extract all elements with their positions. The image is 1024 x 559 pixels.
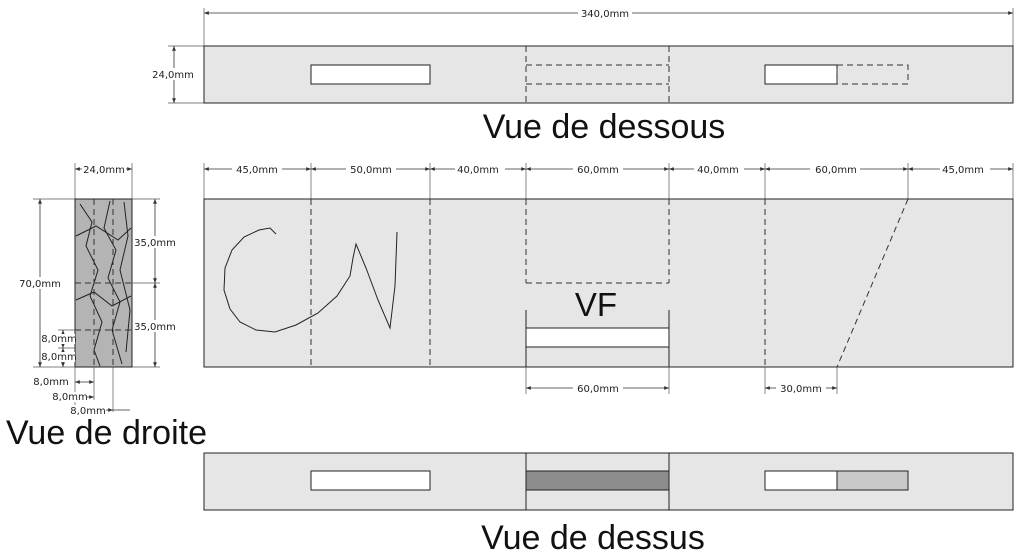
seg6-label: 60,0mm bbox=[815, 165, 857, 176]
bottom-view: 340,0mm 24,0mm Vue de dessous bbox=[150, 8, 1014, 146]
front-slot bbox=[525, 327, 670, 348]
seg7-label: 45,0mm bbox=[942, 165, 984, 176]
right-view-outline bbox=[74, 198, 133, 368]
right-view: 24,0mm 70,0mm 35,0mm 35,0mm bbox=[6, 163, 207, 452]
front-lower-30-label: 30,0mm bbox=[780, 384, 822, 395]
top-slot-left bbox=[310, 470, 431, 491]
side-8-a-label: 8,0mm bbox=[41, 334, 76, 345]
top-view-title: Vue de dessus bbox=[481, 519, 705, 557]
top-slot-right-shaded bbox=[836, 470, 909, 491]
total-length-label: 340,0mm bbox=[581, 9, 629, 20]
side-width-label: 24,0mm bbox=[83, 165, 125, 176]
seg4-label: 60,0mm bbox=[577, 165, 619, 176]
seg3-label: 40,0mm bbox=[457, 165, 499, 176]
seg2-label: 50,0mm bbox=[350, 165, 392, 176]
front-view-title: VF bbox=[575, 286, 617, 323]
side-8-b-label: 8,0mm bbox=[41, 352, 76, 363]
side-height-label: 70,0mm bbox=[19, 279, 61, 290]
sketch-mark bbox=[223, 227, 398, 333]
side-35-bottom-label: 35,0mm bbox=[134, 322, 176, 333]
side-35-top-label: 35,0mm bbox=[134, 238, 176, 249]
seg5-label: 40,0mm bbox=[697, 165, 739, 176]
bottom-slot-right bbox=[764, 64, 838, 85]
bottom-height-label: 24,0mm bbox=[152, 70, 194, 81]
top-slot-right bbox=[764, 470, 838, 491]
front-view: 45,0mm 50,0mm 40,0mm 60,0mm 40,0mm 60,0m… bbox=[203, 163, 1014, 395]
right-view-title: Vue de droite bbox=[6, 414, 207, 452]
front-lower-60-label: 60,0mm bbox=[577, 384, 619, 395]
side-8-d-label: 8,0mm bbox=[52, 392, 87, 403]
side-8-c-label: 8,0mm bbox=[33, 377, 68, 388]
bottom-view-title: Vue de dessous bbox=[483, 108, 726, 146]
seg1-label: 45,0mm bbox=[236, 165, 278, 176]
side-8-e-label: 8,0mm bbox=[70, 406, 105, 417]
bottom-slot-left bbox=[310, 64, 431, 85]
top-view: Vue de dessus bbox=[203, 452, 1014, 557]
top-slot-middle-dark bbox=[525, 470, 670, 491]
